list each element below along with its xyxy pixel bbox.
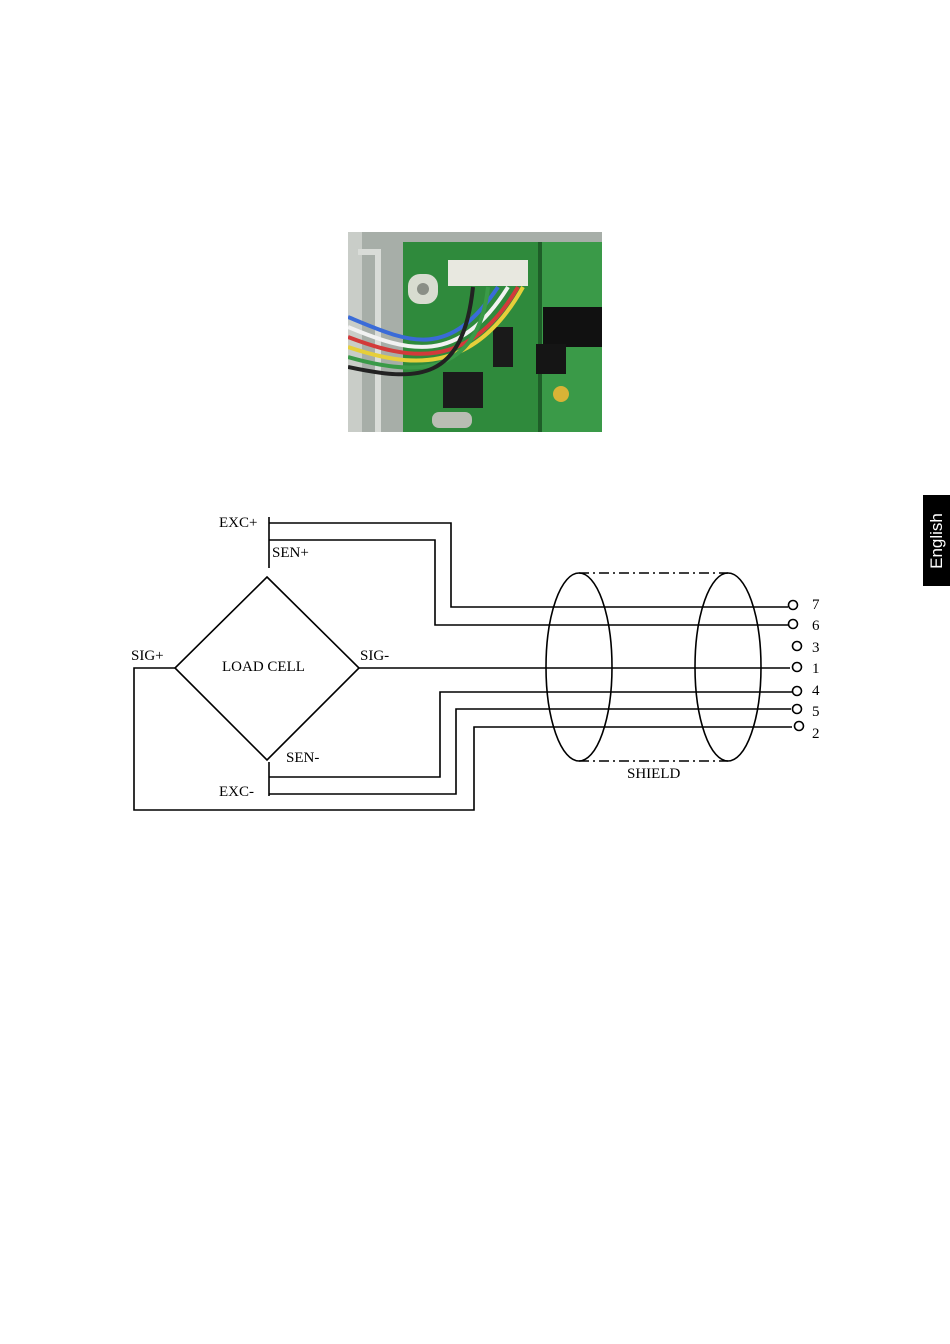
shield-label: SHIELD bbox=[627, 766, 680, 782]
pin-6-terminal bbox=[789, 620, 798, 629]
pin-2-terminal bbox=[795, 722, 804, 731]
language-tab: English bbox=[923, 495, 950, 586]
pin-7-terminal bbox=[789, 601, 798, 610]
sig-plus-label: SIG+ bbox=[131, 648, 164, 664]
pin-4-label: 4 bbox=[812, 683, 820, 699]
pin-1-label: 1 bbox=[812, 661, 820, 677]
pin-3-label: 3 bbox=[812, 640, 820, 656]
pin-7-label: 7 bbox=[812, 597, 820, 613]
shield-back-ellipse bbox=[695, 573, 761, 761]
exc-plus-wire bbox=[269, 523, 788, 607]
pin-3-terminal bbox=[793, 642, 802, 651]
sen-minus-label: SEN- bbox=[286, 750, 319, 766]
sen-plus-wire bbox=[269, 540, 788, 625]
pin-1-terminal bbox=[793, 663, 802, 672]
pin-4-terminal bbox=[793, 687, 802, 696]
pin-2-label: 2 bbox=[812, 726, 820, 742]
pin-6-label: 6 bbox=[812, 618, 820, 634]
exc-minus-label: EXC- bbox=[219, 784, 254, 800]
sig-minus-label: SIG- bbox=[360, 648, 389, 664]
load-cell-label: LOAD CELL bbox=[222, 659, 305, 675]
shield-front-ellipse bbox=[546, 573, 612, 761]
sen-minus-wire bbox=[269, 692, 792, 777]
language-tab-label: English bbox=[927, 513, 947, 569]
pin-5-label: 5 bbox=[812, 704, 820, 720]
exc-plus-label: EXC+ bbox=[219, 515, 257, 531]
sen-plus-label: SEN+ bbox=[272, 545, 309, 561]
pin-5-terminal bbox=[793, 705, 802, 714]
